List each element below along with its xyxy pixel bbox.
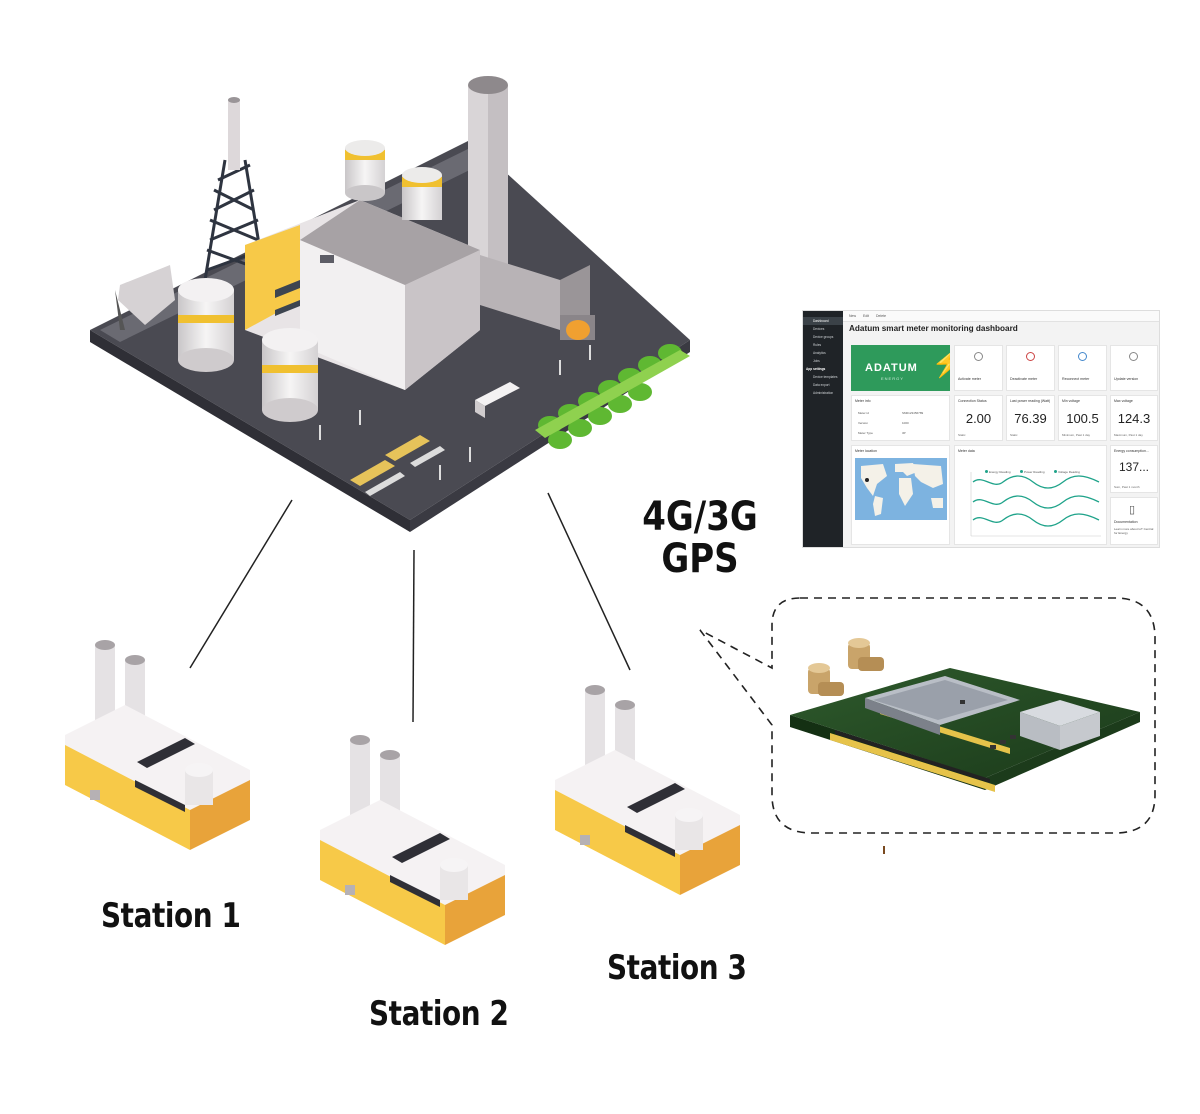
deactivate-icon [1025, 352, 1035, 361]
update-version-label: Update version [1114, 377, 1139, 381]
activate-meter-tile[interactable]: Activate meter [954, 345, 1003, 391]
lamp-posts [319, 345, 591, 480]
dashboard-toolbar: New Edit Delete [843, 311, 1159, 322]
dashboard-screenshot: Dashboard Devices Device groups Rules An… [802, 310, 1160, 548]
sidebar-item-devices[interactable]: Devices [813, 327, 825, 331]
energy-title: Energy consumption... [1114, 449, 1149, 453]
stat-title: Max voltage [1114, 399, 1133, 403]
sidebar-item-data-export[interactable]: Data export [813, 383, 830, 387]
connector-lines [189, 492, 631, 723]
network-label: 4G/3G GPS [624, 496, 777, 580]
update-icon [1129, 352, 1138, 361]
station-2-label: Station 2 [369, 994, 509, 1034]
meter-id-value: SM0123456789 [902, 411, 924, 415]
legend-item: Voltage Reading [1053, 470, 1080, 474]
meter-data-chart-tile: Meter data Energy Reading Power Reading … [954, 445, 1107, 545]
stat-value: 100.5 [1066, 411, 1099, 426]
activate-icon [973, 352, 983, 361]
antenna-connectors [808, 638, 884, 696]
activate-meter-label: Activate meter [958, 377, 981, 381]
chart-legend: Energy Reading Power Reading Voltage Rea… [985, 460, 1085, 478]
link-station-2 [412, 549, 415, 723]
link-station-3 [547, 492, 631, 671]
sidebar-group-app-settings: App settings [806, 367, 826, 371]
station-3-factory [555, 685, 740, 895]
meter-id-key: Meter id [858, 411, 869, 415]
stat-title: Connection Status [958, 399, 987, 403]
sidebar-item-device-templates[interactable]: Device templates [813, 375, 838, 379]
network-line-2: GPS [661, 536, 739, 582]
sidebar-item-analytics[interactable]: Analytics [813, 351, 826, 355]
deactivate-meter-label: Deactivate meter [1010, 377, 1038, 381]
stat-title: Last power reading (Watt) [1010, 399, 1051, 403]
brand-logo-text: ADATUM [865, 362, 918, 374]
reconnect-meter-label: Reconnect meter [1062, 377, 1090, 381]
version-key: Version [858, 421, 869, 425]
meter-type-key: Meter Type [858, 431, 873, 435]
stat-tile-connection: Connection Status 2.00 Static [954, 395, 1003, 441]
module-callout [699, 597, 1156, 854]
meter-data-title: Meter data [958, 449, 975, 453]
reconnect-icon [1077, 352, 1087, 361]
meter-data-plot [970, 472, 1101, 537]
meter-location-tile: Meter location [851, 445, 950, 545]
roof-tanks [345, 140, 442, 220]
legend-item: Energy Reading [985, 470, 1011, 474]
toolbar-edit[interactable]: Edit [863, 314, 870, 318]
stat-tile-power: Last power reading (Watt) 76.39 Static [1006, 395, 1055, 441]
station-1-factory [65, 640, 250, 850]
station-1-label: Station 1 [101, 896, 241, 936]
version-value: 1000 [902, 421, 909, 425]
brand-logo-tile: ADATUM ENERGY ⚡ [851, 345, 950, 391]
stat-sub: Minimum, Past 1 day [1062, 433, 1091, 437]
lte-gps-module-board [790, 638, 1140, 792]
meter-info-tile: Meter info Meter id SM0123456789 Version… [851, 395, 950, 441]
toolbar-delete[interactable]: Delete [876, 314, 887, 318]
stat-tile-max-voltage: Max voltage 124.3 Maximum, Past 1 day [1110, 395, 1158, 441]
stat-sub: Maximum, Past 1 day [1114, 433, 1143, 437]
station-2-factory [320, 735, 505, 945]
dashboard-title: Adatum smart meter monitoring dashboard [849, 324, 1018, 333]
dashboard-sidebar: Dashboard Devices Device groups Rules An… [803, 311, 843, 547]
stat-title: Min voltage [1062, 399, 1080, 403]
network-line-1: 4G/3G [642, 494, 758, 540]
station-3-label: Station 3 [607, 948, 747, 988]
trees [535, 344, 690, 449]
stat-sub: Static [1010, 433, 1018, 437]
book-icon: ▯ [1129, 504, 1136, 516]
crosswalk-marks [350, 435, 430, 486]
sidebar-item-device-groups[interactable]: Device groups [813, 335, 834, 339]
stat-value: 124.3 [1117, 411, 1151, 426]
meter-info-title: Meter info [855, 399, 871, 403]
sidebar-item-administration[interactable]: Administration [813, 391, 834, 395]
meter-location-title: Meter location [855, 449, 877, 453]
documentation-title: Documentation [1114, 520, 1138, 524]
world-map[interactable] [855, 458, 947, 520]
sidebar-item-jobs[interactable]: Jobs [813, 359, 820, 363]
lightning-icon: ⚡ [931, 349, 950, 377]
update-version-tile[interactable]: Update version [1110, 345, 1158, 391]
power-plant-illustration [90, 76, 690, 532]
reconnect-meter-tile[interactable]: Reconnect meter [1058, 345, 1107, 391]
stat-tile-min-voltage: Min voltage 100.5 Minimum, Past 1 day [1058, 395, 1107, 441]
energy-value: 137... [1118, 460, 1150, 474]
legend-item: Power Reading [1019, 470, 1044, 474]
energy-consumption-tile: Energy consumption... 137... Sum, Past 1… [1110, 445, 1158, 493]
toolbar-new[interactable]: New [849, 314, 857, 318]
brand-logo-sub: ENERGY [881, 376, 904, 381]
stat-value: 2.00 [965, 411, 992, 426]
link-station-1 [189, 499, 293, 669]
deactivate-meter-tile[interactable]: Deactivate meter [1006, 345, 1055, 391]
documentation-tile[interactable]: ▯ Documentation Learn more about IoT Cen… [1110, 497, 1158, 545]
stat-value: 76.39 [1014, 411, 1047, 426]
energy-sub: Sum, Past 1 month [1114, 485, 1140, 489]
documentation-text: Learn more about IoT Central for Energy [1114, 527, 1154, 535]
sidebar-item-rules[interactable]: Rules [813, 343, 822, 347]
stat-sub: Static [958, 433, 966, 437]
meter-type-value: 3P [902, 431, 906, 435]
sidebar-item-dashboard[interactable]: Dashboard [803, 317, 843, 325]
storage-tanks [178, 278, 318, 422]
